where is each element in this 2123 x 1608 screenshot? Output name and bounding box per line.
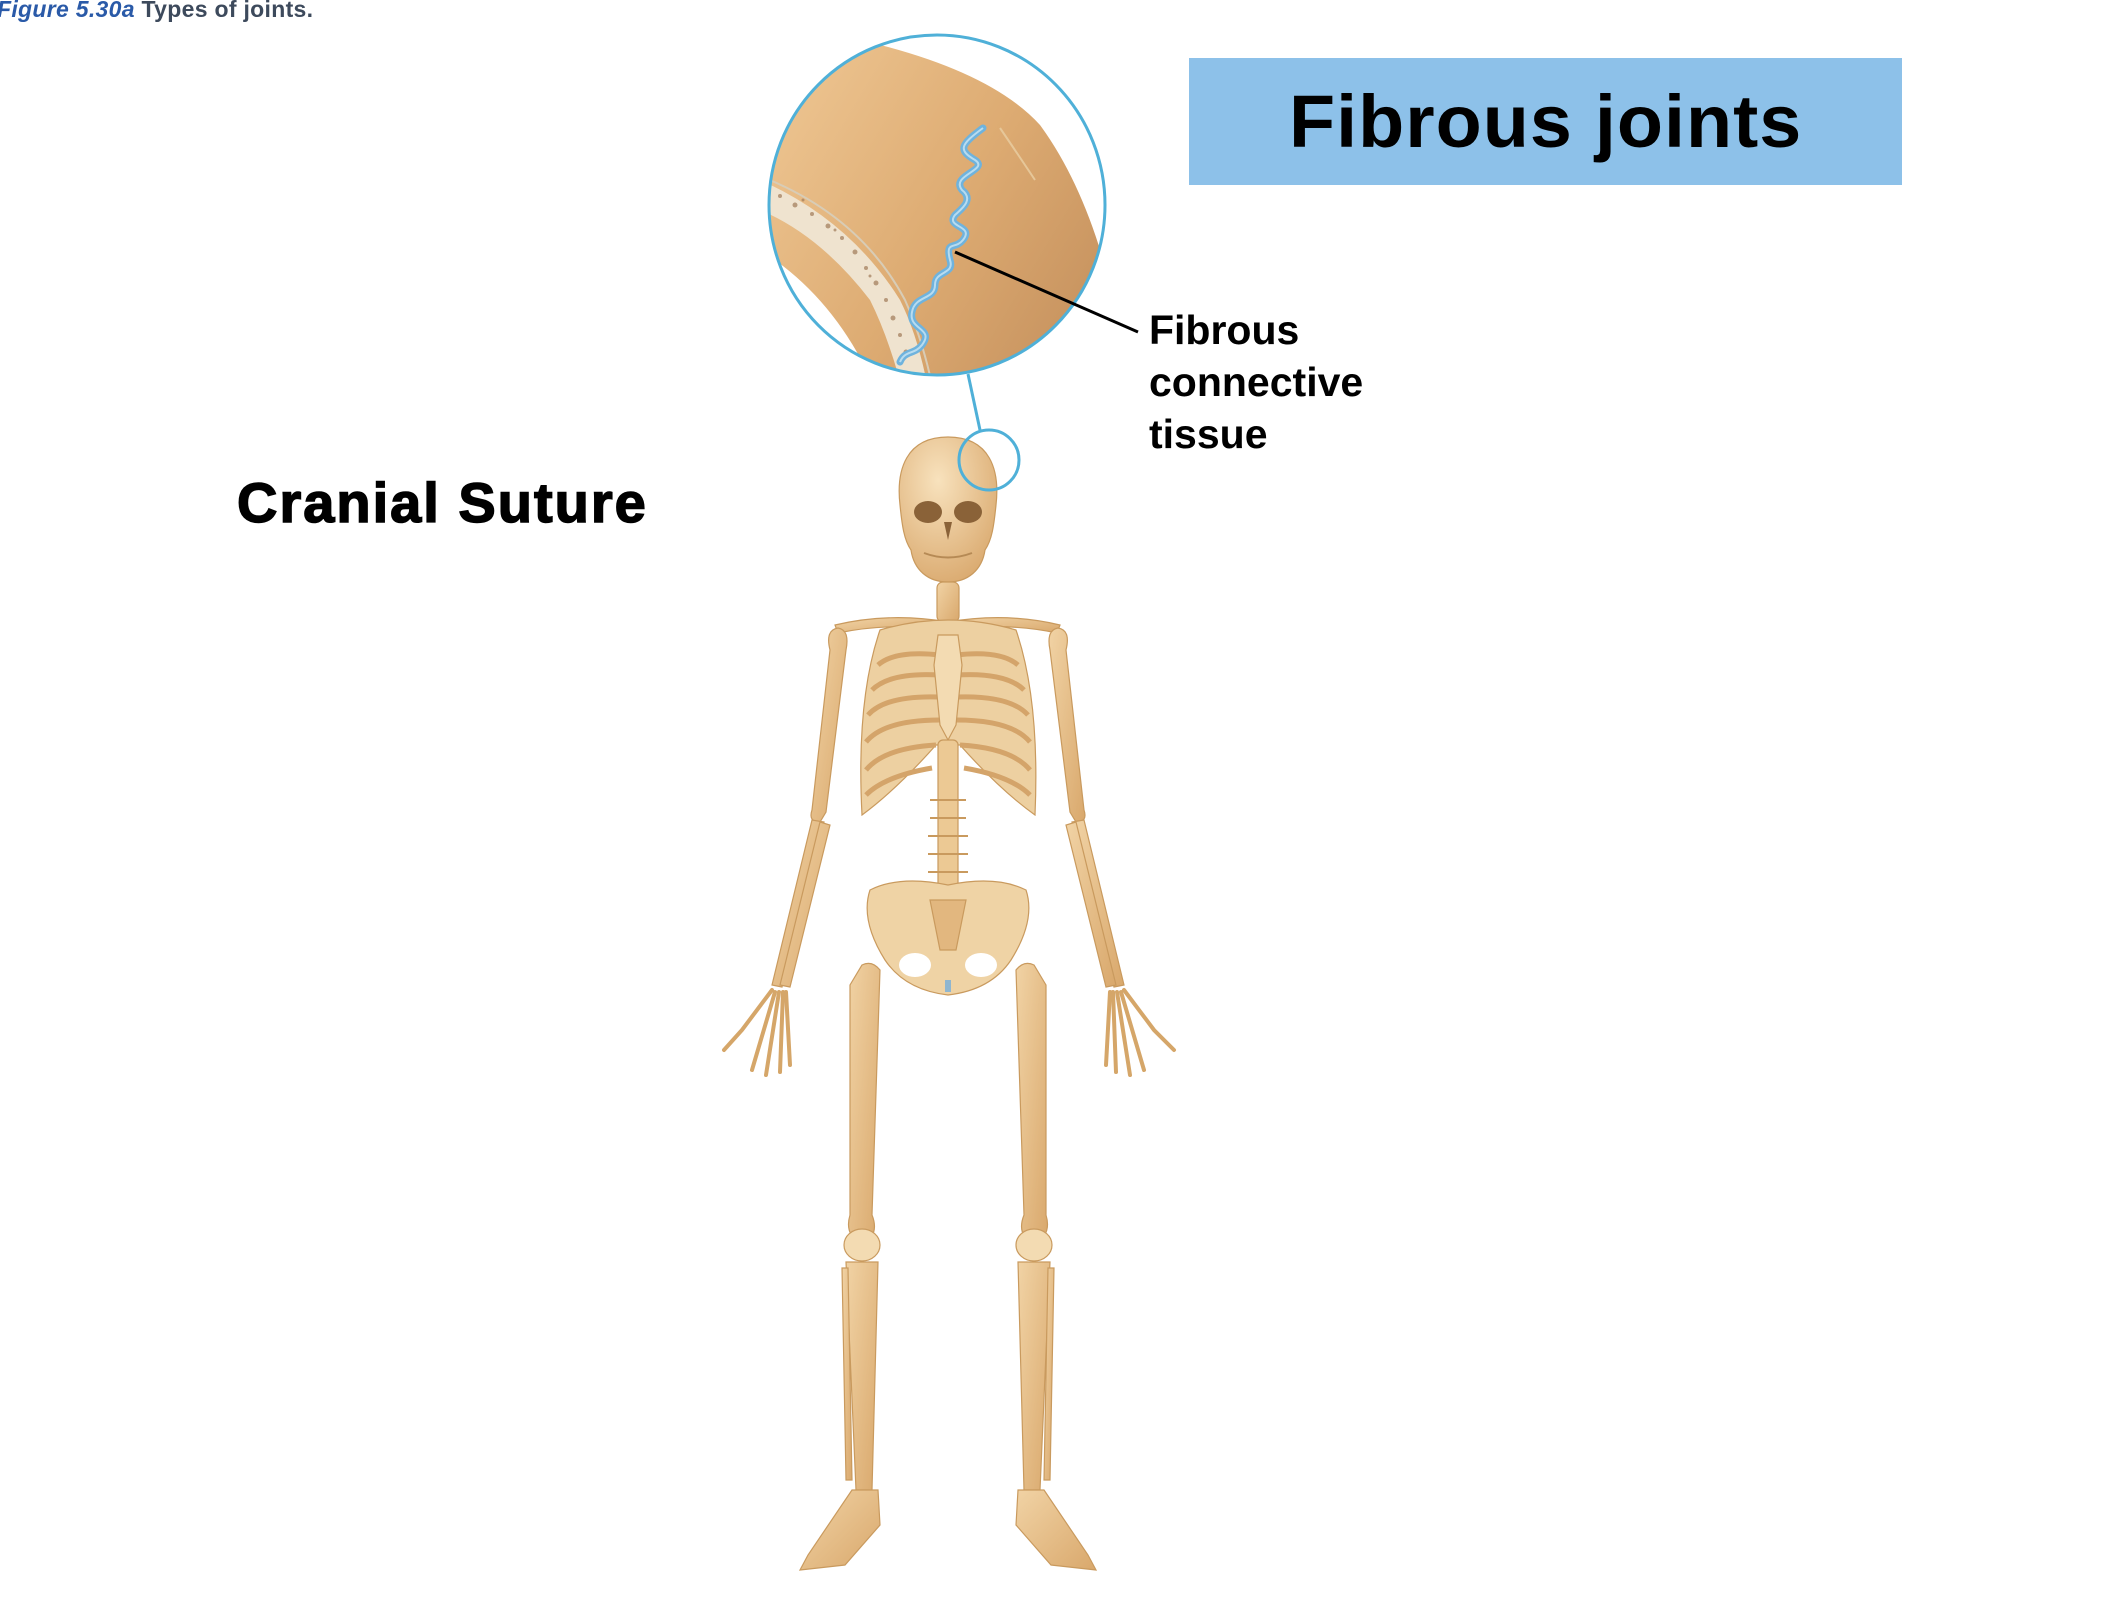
skeleton [722,436,1176,1571]
magnifier-target-circle [957,428,1021,492]
magnifier-connector [966,373,982,431]
left-hand [722,988,792,1077]
callout-leader-line [954,250,1139,334]
left-femur [847,962,881,1246]
left-foot [798,1489,881,1571]
figure-description: Types of joints. [141,0,314,22]
figure-number: Figure 5.30a [0,0,135,22]
right-humerus [1048,627,1086,823]
callout-line-1: Fibrous [1149,307,1300,353]
left-patella [843,1228,881,1262]
page-title: Fibrous joints [1288,80,1803,163]
callout-label: Fibrous connective tissue [1149,304,1363,460]
joint-example-label: Cranial Suture [236,470,648,535]
title-banner: Fibrous joints [1189,58,1902,185]
right-foot [1015,1489,1098,1571]
callout-line-3: tissue [1149,411,1268,457]
figure-caption: Figure 5.30a Types of joints. [0,0,313,23]
right-femur [1015,962,1049,1246]
left-humerus [810,627,848,823]
right-patella [1015,1228,1053,1262]
spine [937,739,959,891]
callout-line-2: connective [1149,359,1364,405]
right-hand [1104,988,1176,1077]
skull [898,436,998,583]
magnified-suture-view [769,35,1105,375]
magnifier-circle [767,33,1107,377]
